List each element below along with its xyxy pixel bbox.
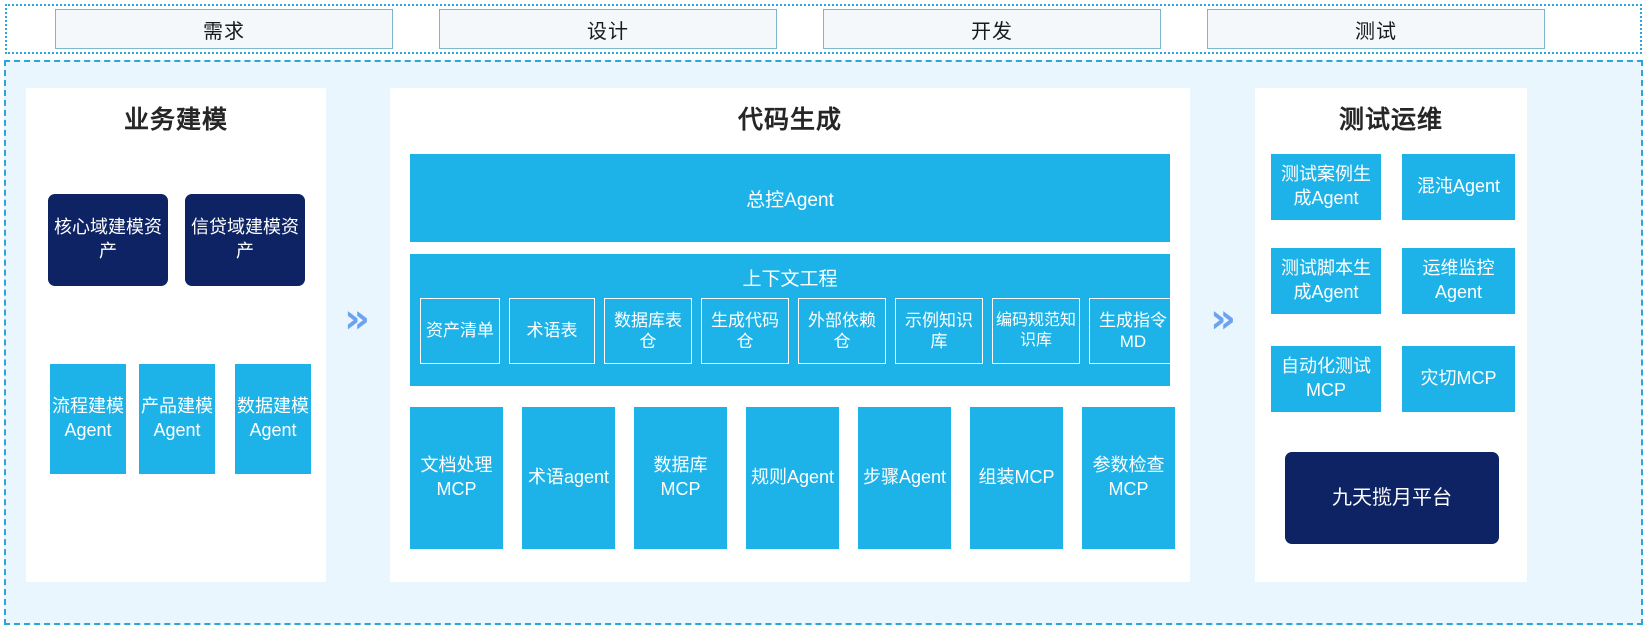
context-chip-generated-code-repo[interactable]: 生成代码仓	[701, 298, 789, 364]
chevron-right-icon-right: »	[1210, 296, 1236, 342]
testops-platform[interactable]: 九天揽月平台	[1285, 452, 1499, 544]
chevron-right-icon-left: »	[344, 296, 370, 342]
tool-database-mcp[interactable]: 数据库MCP	[634, 407, 727, 549]
asset-credit-domain[interactable]: 信贷域建模资产	[185, 194, 305, 286]
phase-box-testing[interactable]: 测试	[1207, 9, 1545, 49]
context-engineering-title: 上下文工程	[742, 269, 838, 290]
context-chip-external-dependency-repo[interactable]: 外部依赖仓	[798, 298, 886, 364]
testops-disaster-switch-mcp[interactable]: 灾切MCP	[1402, 346, 1515, 412]
context-chip-db-table-repo[interactable]: 数据库表仓	[604, 298, 692, 364]
tool-rule-agent[interactable]: 规则Agent	[746, 407, 839, 549]
context-chip-asset-list[interactable]: 资产清单	[420, 298, 500, 364]
asset-core-domain[interactable]: 核心域建模资产	[48, 194, 168, 286]
tool-glossary-agent[interactable]: 术语agent	[522, 407, 615, 549]
testops-automated-test-mcp[interactable]: 自动化测试MCP	[1271, 346, 1381, 412]
context-chip-glossary[interactable]: 术语表	[509, 298, 595, 364]
tool-step-agent[interactable]: 步骤Agent	[858, 407, 951, 549]
testops-test-case-generation-agent[interactable]: 测试案例生成Agent	[1271, 154, 1381, 220]
context-chip-coding-standard-knowledge-base[interactable]: 编码规范知识库	[992, 298, 1080, 364]
testops-chaos-agent[interactable]: 混沌Agent	[1402, 154, 1515, 220]
phase-box-requirements[interactable]: 需求	[55, 9, 393, 49]
phase-box-design[interactable]: 设计	[439, 9, 777, 49]
testops-ops-monitoring-agent[interactable]: 运维监控Agent	[1402, 248, 1515, 314]
master-agent-label: 总控Agent	[746, 189, 834, 211]
panel-title-code-generation: 代码生成	[737, 106, 842, 134]
panel-code-generation: 代码生成 总控Agent 上下文工程 资产清单 术语表 数据库表仓 生成代码仓 …	[390, 88, 1190, 582]
panel-title-business-modeling: 业务建模	[123, 106, 228, 134]
master-agent-band[interactable]: 总控Agent	[410, 154, 1170, 242]
agent-process-modeling[interactable]: 流程建模Agent	[50, 364, 126, 474]
agent-product-modeling[interactable]: 产品建模Agent	[139, 364, 215, 474]
panel-business-modeling: 业务建模 核心域建模资产 信贷域建模资产 流程建模Agent 产品建模Agent…	[26, 88, 326, 582]
context-chip-example-knowledge-base[interactable]: 示例知识库	[895, 298, 983, 364]
panel-title-test-ops: 测试运维	[1338, 106, 1443, 134]
phase-box-development[interactable]: 开发	[823, 9, 1161, 49]
tool-block-row: 文档处理MCP 术语agent 数据库MCP 规则Agent 步骤Agent 组…	[410, 407, 1175, 549]
context-engineering-band: 上下文工程 资产清单 术语表 数据库表仓 生成代码仓 外部依赖仓 示例知识库 编…	[410, 254, 1177, 386]
phase-strip: 需求 设计 开发 测试	[5, 4, 1642, 54]
agent-data-modeling[interactable]: 数据建模Agent	[235, 364, 311, 474]
panel-test-ops: 测试运维 测试案例生成Agent 混沌Agent 测试脚本生成Agent 运维监…	[1255, 88, 1527, 582]
context-chip-generation-instruction-md[interactable]: 生成指令MD	[1089, 298, 1177, 364]
testops-test-script-generation-agent[interactable]: 测试脚本生成Agent	[1271, 248, 1381, 314]
context-engineering-chip-row: 资产清单 术语表 数据库表仓 生成代码仓 外部依赖仓 示例知识库 编码规范知识库…	[420, 298, 1177, 364]
tool-assembly-mcp[interactable]: 组装MCP	[970, 407, 1063, 549]
tool-document-processing-mcp[interactable]: 文档处理MCP	[410, 407, 503, 549]
tool-parameter-check-mcp[interactable]: 参数检查MCP	[1082, 407, 1175, 549]
